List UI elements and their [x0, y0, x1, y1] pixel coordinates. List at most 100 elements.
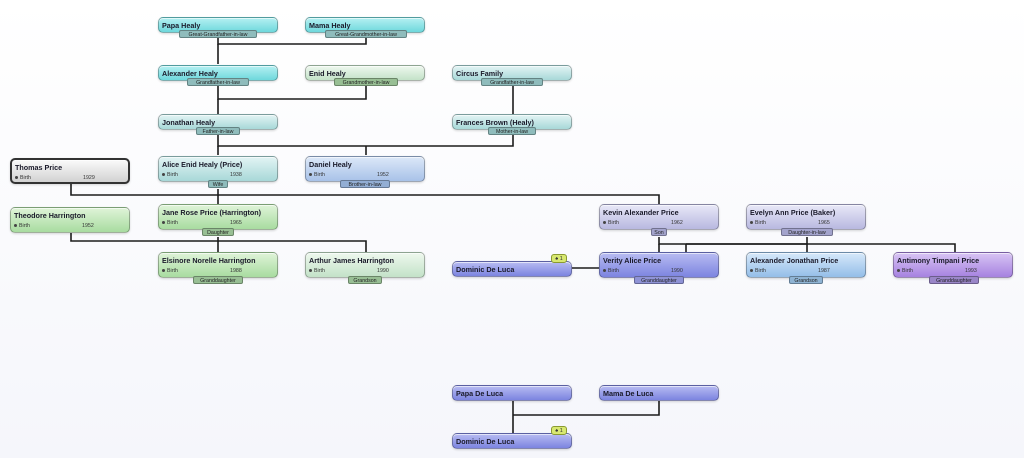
- birth-row: Birth 1962: [603, 220, 715, 228]
- birth-row: Birth 1952: [14, 223, 126, 231]
- birth-year: 1952: [82, 223, 94, 229]
- birth-year: 1962: [671, 220, 683, 226]
- leaf-badge[interactable]: ♠ 1: [551, 254, 567, 263]
- relation-label: Grandson: [789, 276, 823, 284]
- person-name: Elsinore Norelle Harrington: [162, 256, 256, 265]
- birth-label: Birth: [20, 175, 31, 181]
- person-name: Dominic De Luca: [456, 437, 515, 446]
- person-name: Antimony Timpani Price: [897, 256, 980, 265]
- birth-label: Birth: [167, 268, 178, 274]
- person-name: Theodore Harrington: [14, 211, 86, 220]
- birth-year: 1929: [83, 175, 95, 181]
- relation-label: Granddaughter: [929, 276, 979, 284]
- person-kevin-alexander-price[interactable]: Kevin Alexander Price Birth 1962: [599, 204, 719, 230]
- birth-label: Birth: [167, 220, 178, 226]
- relation-label: Great-Grandmother-in-law: [325, 30, 407, 38]
- birth-icon: [14, 224, 17, 227]
- birth-icon: [897, 269, 900, 272]
- relation-label: Grandson: [348, 276, 382, 284]
- relation-label: Wife: [208, 180, 228, 188]
- person-name: Jane Rose Price (Harrington): [162, 208, 262, 217]
- person-name: Dominic De Luca: [456, 265, 515, 274]
- person-name: Alexander Jonathan Price: [750, 256, 839, 265]
- birth-row: Birth 1965: [750, 220, 862, 228]
- birth-icon: [15, 176, 18, 179]
- person-name: Mama Healy: [309, 21, 351, 30]
- relation-label: Daughter: [202, 228, 234, 236]
- relation-label: Grandfather-in-law: [187, 78, 249, 86]
- person-name: Kevin Alexander Price: [603, 208, 679, 217]
- relation-label: Son: [651, 228, 667, 236]
- relation-label: Father-in-law: [196, 127, 240, 135]
- birth-row: Birth 1965: [162, 220, 274, 228]
- person-name: Mama De Luca: [603, 389, 654, 398]
- person-name: Verity Alice Price: [603, 256, 662, 265]
- person-evelyn-ann-price[interactable]: Evelyn Ann Price (Baker) Birth 1965: [746, 204, 866, 230]
- person-papa-de-luca[interactable]: Papa De Luca: [452, 385, 572, 401]
- relation-label: Daughter-in-law: [781, 228, 833, 236]
- person-dominic-de-luca[interactable]: Dominic De Luca: [452, 261, 572, 277]
- birth-label: Birth: [314, 172, 325, 178]
- birth-icon: [603, 269, 606, 272]
- person-antimony-timpani-price[interactable]: Antimony Timpani Price Birth 1993: [893, 252, 1013, 278]
- person-name: Arthur James Harrington: [309, 256, 395, 265]
- birth-year: 1938: [230, 172, 242, 178]
- birth-icon: [603, 221, 606, 224]
- birth-year: 1990: [377, 268, 389, 274]
- birth-label: Birth: [902, 268, 913, 274]
- birth-icon: [309, 173, 312, 176]
- birth-label: Birth: [314, 268, 325, 274]
- birth-row: Birth 1993: [897, 268, 1009, 276]
- person-name: Papa Healy: [162, 21, 201, 30]
- person-daniel-healy[interactable]: Daniel Healy Birth 1952: [305, 156, 425, 182]
- birth-label: Birth: [755, 268, 766, 274]
- birth-year: 1965: [818, 220, 830, 226]
- leaf-badge[interactable]: ♠ 1: [551, 426, 567, 435]
- relation-label: Grandfather-in-law: [481, 78, 543, 86]
- person-arthur-harrington[interactable]: Arthur James Harrington Birth 1990: [305, 252, 425, 278]
- relation-label: Great-Grandfather-in-law: [179, 30, 257, 38]
- person-name: Enid Healy: [309, 69, 346, 78]
- birth-row: Birth 1929: [15, 175, 125, 183]
- relation-label: Brother-in-law: [340, 180, 390, 188]
- relation-label: Granddaughter: [193, 276, 243, 284]
- person-name: Jonathan Healy: [162, 118, 216, 127]
- person-jane-rose-price[interactable]: Jane Rose Price (Harrington) Birth 1965: [158, 204, 278, 230]
- person-name: Daniel Healy: [309, 160, 352, 169]
- birth-icon: [750, 269, 753, 272]
- person-dominic-de-luca-2[interactable]: Dominic De Luca: [452, 433, 572, 449]
- birth-label: Birth: [19, 223, 30, 229]
- birth-icon: [162, 173, 165, 176]
- person-name: Papa De Luca: [456, 389, 504, 398]
- birth-year: 1987: [818, 268, 830, 274]
- badge-count: 1: [559, 428, 563, 434]
- person-alice-enid-healy[interactable]: Alice Enid Healy (Price) Birth 1938: [158, 156, 278, 182]
- person-name: Evelyn Ann Price (Baker): [750, 208, 836, 217]
- birth-row: Birth 1990: [309, 268, 421, 276]
- birth-icon: [162, 221, 165, 224]
- birth-label: Birth: [755, 220, 766, 226]
- leaf-icon: ♠: [555, 428, 559, 434]
- person-name: Alice Enid Healy (Price): [162, 160, 243, 169]
- person-name: Thomas Price: [15, 163, 63, 172]
- birth-label: Birth: [167, 172, 178, 178]
- birth-year: 1993: [965, 268, 977, 274]
- person-alexander-jonathan-price[interactable]: Alexander Jonathan Price Birth 1987: [746, 252, 866, 278]
- birth-year: 1952: [377, 172, 389, 178]
- person-mama-de-luca[interactable]: Mama De Luca: [599, 385, 719, 401]
- birth-row: Birth 1952: [309, 172, 421, 180]
- person-name: Circus Family: [456, 69, 504, 78]
- birth-row: Birth 1990: [603, 268, 715, 276]
- person-thomas-price[interactable]: Thomas Price Birth 1929: [10, 158, 130, 184]
- birth-year: 1990: [671, 268, 683, 274]
- person-theodore-harrington[interactable]: Theodore Harrington Birth 1952: [10, 207, 130, 233]
- birth-row: Birth 1987: [750, 268, 862, 276]
- birth-icon: [309, 269, 312, 272]
- birth-icon: [750, 221, 753, 224]
- person-verity-alice-price[interactable]: Verity Alice Price Birth 1990: [599, 252, 719, 278]
- person-elsinore-harrington[interactable]: Elsinore Norelle Harrington Birth 1988: [158, 252, 278, 278]
- birth-year: 1988: [230, 268, 242, 274]
- birth-icon: [162, 269, 165, 272]
- relation-label: Mother-in-law: [488, 127, 536, 135]
